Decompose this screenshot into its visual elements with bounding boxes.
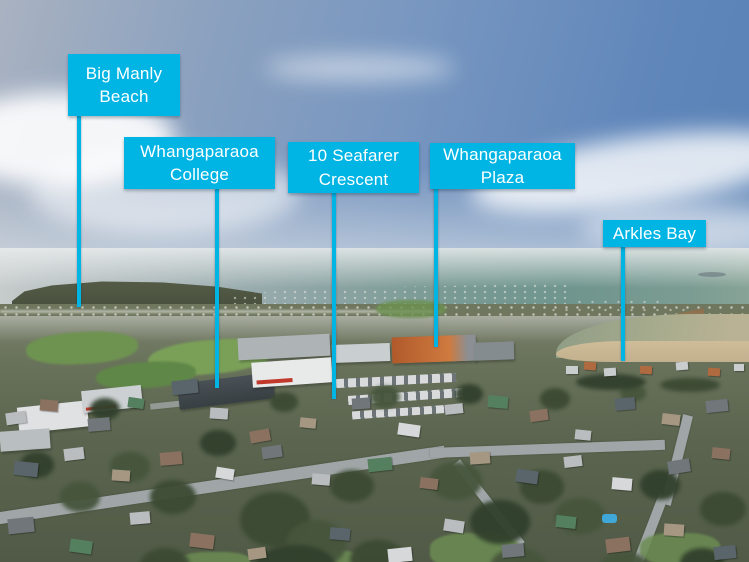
house-roof: [501, 543, 525, 558]
house-roof: [209, 407, 229, 420]
house-roof: [705, 398, 729, 414]
distant-island: [698, 272, 726, 277]
tree: [140, 548, 190, 562]
cloud: [265, 55, 455, 81]
house-roof: [675, 361, 689, 371]
house-roof: [127, 396, 145, 410]
house-roof: [159, 451, 183, 466]
tree: [470, 500, 530, 544]
leader-line-big-manly-beach: [77, 115, 81, 307]
tree: [255, 545, 335, 562]
house-roof: [661, 412, 681, 427]
label-whangaparaoa-plaza: Whangaparaoa Plaza: [430, 143, 575, 189]
house-roof: [566, 366, 578, 374]
tree: [680, 548, 724, 562]
house-roof: [419, 476, 439, 491]
house-roof: [555, 514, 577, 530]
tree: [370, 386, 400, 408]
house-roof: [351, 397, 371, 410]
house-roof: [129, 511, 151, 525]
tree: [540, 388, 570, 410]
house-roof: [444, 403, 464, 415]
house-roof: [713, 544, 737, 561]
house-roof: [387, 546, 413, 562]
commercial-building: [0, 428, 51, 452]
arkles-beach-sand: [556, 341, 749, 362]
house-roof: [367, 456, 393, 473]
house-roof: [171, 378, 199, 396]
leader-line-10-seafarer-crescent: [332, 192, 336, 399]
house-roof: [734, 364, 744, 371]
tree: [430, 462, 482, 500]
tree: [600, 552, 650, 562]
tree: [455, 384, 483, 404]
house-roof: [663, 523, 685, 537]
house-roof: [189, 532, 215, 550]
house-roof: [87, 417, 111, 432]
house-roof: [39, 399, 59, 412]
swimming-pool: [602, 514, 617, 523]
house-roof: [611, 477, 633, 491]
tree: [640, 470, 680, 500]
house-roof: [63, 446, 85, 462]
house-roof: [311, 473, 331, 486]
house-roof: [574, 429, 592, 441]
house-roof: [711, 447, 731, 460]
tree: [270, 392, 298, 412]
tree: [576, 374, 646, 390]
commercial-building: [331, 342, 391, 364]
label-big-manly-beach: Big Manly Beach: [68, 54, 180, 116]
house-roof: [639, 365, 653, 375]
leader-line-whangaparaoa-college: [215, 188, 219, 388]
tree: [330, 470, 374, 502]
label-arkles-bay: Arkles Bay: [603, 220, 706, 247]
house-roof: [563, 454, 583, 469]
house-roof: [13, 460, 39, 478]
tree: [60, 482, 100, 512]
shoreline: [0, 310, 440, 313]
house-roof: [583, 361, 597, 371]
lawn: [180, 552, 250, 562]
plaza-building: [473, 341, 515, 361]
tree: [200, 430, 236, 456]
house-roof: [603, 367, 617, 377]
tree: [150, 480, 196, 514]
house-roof: [299, 417, 317, 429]
leader-line-arkles-bay: [621, 246, 625, 361]
green-field: [376, 300, 446, 318]
tree: [700, 492, 746, 526]
house-roof: [329, 527, 351, 541]
label-10-seafarer-crescent: 10 Seafarer Crescent: [288, 142, 419, 193]
house-roof: [605, 536, 631, 554]
house-roof: [7, 516, 35, 535]
tree: [90, 398, 120, 420]
leader-line-whangaparaoa-plaza: [434, 188, 438, 347]
house-roof: [614, 397, 636, 411]
house-roof: [487, 395, 509, 409]
tree: [660, 378, 720, 392]
house-roof: [707, 367, 721, 377]
house-roof: [469, 451, 491, 465]
label-whangaparaoa-college: Whangaparaoa College: [124, 137, 275, 189]
house-roof: [111, 469, 131, 482]
